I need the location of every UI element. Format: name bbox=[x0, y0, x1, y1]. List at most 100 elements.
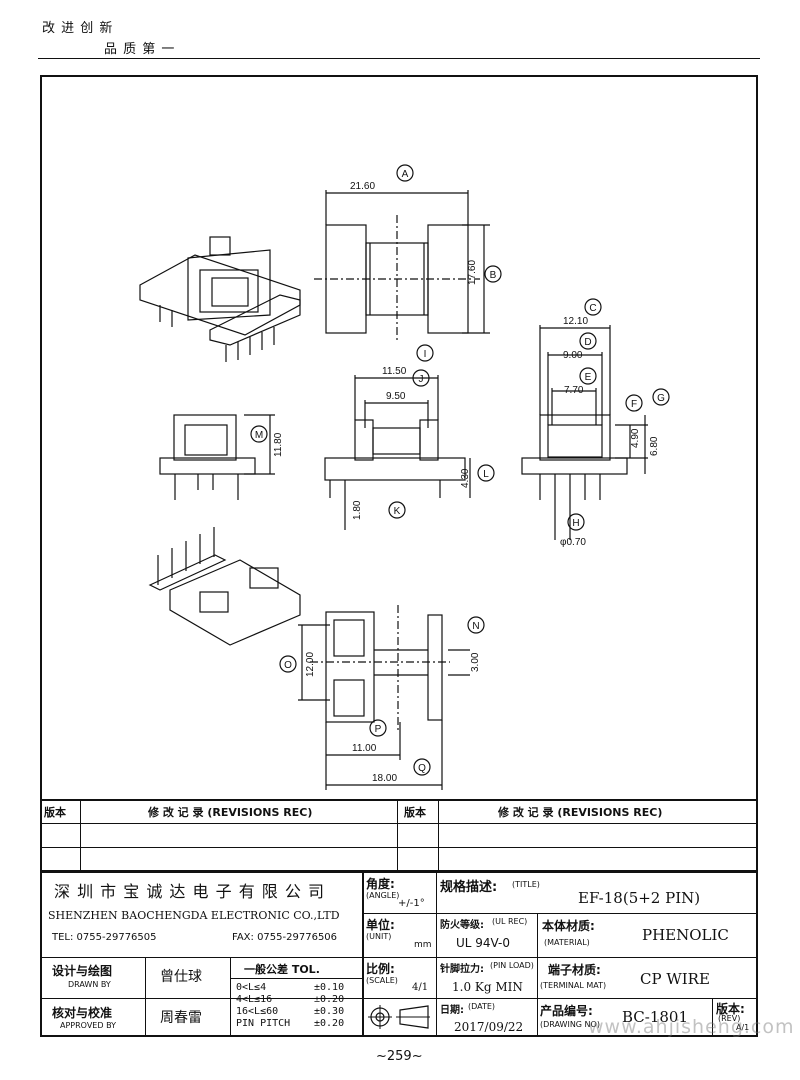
balloon-a bbox=[396, 164, 414, 182]
technical-drawing: A B C D E F G H I J K L M N O P Q 21.60 … bbox=[139, 164, 670, 790]
label-f: F bbox=[631, 399, 637, 410]
dim-q: 18.00 bbox=[372, 773, 397, 784]
label-g: G bbox=[657, 393, 665, 404]
balloon-b bbox=[484, 265, 502, 283]
drawing-no-label-en: (DRAWING NO) bbox=[540, 1020, 600, 1029]
date-value: 2017/09/22 bbox=[454, 1020, 524, 1034]
angle-value: +/-1° bbox=[398, 898, 425, 909]
dim-f: 4.90 bbox=[630, 428, 641, 448]
label-p: P bbox=[375, 724, 382, 735]
drawing-no-label-cn: 产品编号: bbox=[540, 1004, 593, 1018]
approved-by-label-en: APPROVED BY bbox=[60, 1021, 117, 1030]
title-value: EF-18(5+2 PIN) bbox=[578, 889, 701, 907]
unit-label-cn: 单位: bbox=[366, 918, 395, 932]
dim-c: 12.10 bbox=[563, 316, 588, 327]
balloon-d bbox=[579, 332, 597, 350]
label-b: B bbox=[490, 270, 497, 281]
balloon-f bbox=[625, 394, 643, 412]
pin-load-label-cn: 针脚拉力: bbox=[440, 964, 484, 975]
dim-d: 9.00 bbox=[563, 350, 583, 361]
label-j: J bbox=[419, 374, 424, 385]
dim-j: 9.50 bbox=[386, 391, 406, 402]
balloon-c bbox=[584, 298, 602, 316]
scale-label-en: (SCALE) bbox=[366, 976, 398, 985]
tol-row: PIN PITCH±0.20 bbox=[236, 1018, 345, 1029]
dim-b: 17.60 bbox=[467, 260, 478, 285]
side-view-ab bbox=[314, 190, 490, 342]
dim-a: 21.60 bbox=[350, 181, 375, 192]
unit-value: mm bbox=[414, 940, 432, 950]
rev-value: A/1 bbox=[736, 1023, 750, 1032]
label-k: K bbox=[394, 506, 401, 517]
company-name-cn: 深 圳 市 宝 诚 达 电 子 有 限 公 司 bbox=[54, 882, 325, 901]
dim-p: 11.00 bbox=[352, 743, 377, 754]
angle-label-cn: 角度: bbox=[366, 877, 395, 891]
rev-col-version-2: 版本 bbox=[404, 806, 426, 819]
rev-label-en: (REV) bbox=[718, 1014, 741, 1023]
header-rule bbox=[38, 58, 760, 59]
page-number: ~259~ bbox=[376, 1049, 423, 1064]
balloon-m bbox=[250, 425, 268, 443]
bottom-view-nq bbox=[298, 605, 470, 790]
dim-m: 11.80 bbox=[273, 432, 284, 457]
balloon-e bbox=[579, 367, 597, 385]
terminal-value: CP WIRE bbox=[640, 970, 710, 988]
date-label-en: (DATE) bbox=[468, 1002, 496, 1011]
drawn-by-label-en: DRAWN BY bbox=[68, 980, 111, 989]
ul-label-cn: 防火等级: bbox=[440, 920, 484, 931]
balloon-h bbox=[567, 513, 585, 531]
company-name-en: SHENZHEN BAOCHENGDA ELECTRONIC CO.,LTD bbox=[48, 909, 340, 922]
front-view-m bbox=[159, 414, 275, 500]
balloon-p bbox=[369, 719, 387, 737]
label-a: A bbox=[402, 169, 409, 180]
label-q: Q bbox=[418, 763, 426, 774]
balloon-j bbox=[412, 369, 430, 387]
ul-label-en: (UL REC) bbox=[492, 917, 528, 926]
drawn-by-name: 曾仕球 bbox=[160, 969, 202, 985]
balloon-q bbox=[413, 758, 431, 776]
material-value: PHENOLIC bbox=[642, 926, 729, 944]
projection-symbol-icon bbox=[368, 1005, 430, 1029]
title-label-en: (TITLE) bbox=[512, 880, 540, 889]
tol-row: 4<L≤16±0.20 bbox=[236, 994, 345, 1005]
watermark: www.ahjisheng.com bbox=[588, 1016, 795, 1038]
pin-load-value: 1.0 Kg MIN bbox=[452, 980, 523, 994]
dim-h: φ0.70 bbox=[560, 537, 586, 548]
label-i: I bbox=[424, 349, 427, 360]
material-label-cn: 本体材质: bbox=[542, 919, 595, 933]
iso-view-bottom bbox=[148, 527, 301, 646]
dim-o: 12.00 bbox=[305, 652, 316, 677]
label-h: H bbox=[572, 518, 579, 529]
label-n: N bbox=[472, 621, 479, 632]
rev-col-record-2: 修 改 记 录 (REVISIONS REC) bbox=[498, 806, 663, 819]
balloon-l bbox=[477, 464, 495, 482]
front-view-ch bbox=[521, 325, 648, 540]
balloon-k bbox=[388, 501, 406, 519]
rev-col-version-1: 版本 bbox=[44, 806, 66, 819]
rev-col-record-1: 修 改 记 录 (REVISIONS REC) bbox=[148, 806, 313, 819]
unit-label-en: (UNIT) bbox=[366, 932, 392, 941]
dim-e: 7.70 bbox=[564, 385, 584, 396]
company-fax: FAX: 0755-29776506 bbox=[232, 932, 338, 943]
drawn-by-label-cn: 设计与绘图 bbox=[52, 964, 113, 978]
scale-label-cn: 比例: bbox=[366, 962, 395, 976]
approved-by-label-cn: 核对与校准 bbox=[52, 1006, 113, 1020]
terminal-label-cn: 端子材质: bbox=[548, 963, 601, 977]
material-label-en: (MATERIAL) bbox=[544, 938, 590, 947]
label-o: O bbox=[284, 660, 292, 671]
dim-k: 1.80 bbox=[352, 500, 363, 520]
terminal-label-en: (TERMINAL MAT) bbox=[540, 981, 607, 990]
balloon-n bbox=[467, 616, 485, 634]
ul-value: UL 94V-0 bbox=[456, 936, 511, 950]
drawing-frame bbox=[40, 75, 758, 1037]
tol-row: 0<L≤4±0.10 bbox=[236, 982, 345, 993]
angle-label-en: (ANGLE) bbox=[366, 891, 400, 900]
label-d: D bbox=[584, 337, 591, 348]
label-e: E bbox=[585, 372, 592, 383]
tolerance-title: 一般公差 TOL. bbox=[244, 963, 320, 976]
title-label-cn: 规格描述: bbox=[440, 880, 498, 895]
tolerance-table: 0<L≤4±0.10 4<L≤16±0.20 16<L≤60±0.30 PIN … bbox=[236, 982, 344, 1030]
side-view-ijkl bbox=[324, 375, 471, 530]
dim-n: 3.00 bbox=[470, 652, 481, 672]
label-l: L bbox=[483, 469, 489, 480]
